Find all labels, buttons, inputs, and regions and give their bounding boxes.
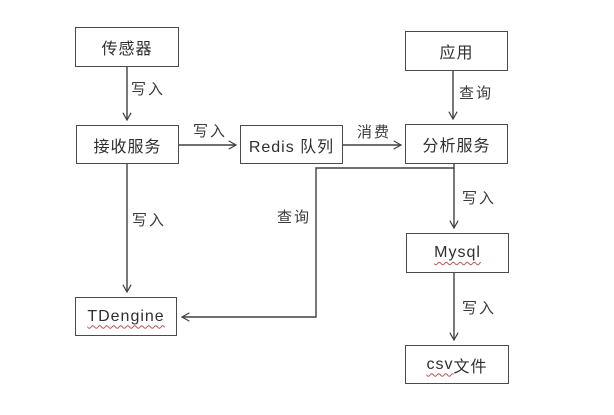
node-tdengine: TDengine: [75, 297, 177, 336]
node-redis-queue: Redis 队列: [240, 125, 343, 164]
edge-label-app-to-analysis: 查询: [459, 85, 494, 103]
node-receive-service-label: 接收服务: [93, 138, 162, 156]
edge-label-analysis-to-tdengine: 查询: [277, 209, 312, 227]
edge-analysis-to-tdengine-arrow: [180, 164, 455, 322]
edge-label-analysis-to-mysql: 写入: [462, 190, 497, 208]
edge-label-sensor-to-receive: 写入: [131, 81, 166, 99]
node-csv-file-label-code: csv: [426, 355, 454, 373]
node-application: 应用: [405, 31, 508, 71]
edge-label-receive-to-redis: 写入: [193, 123, 228, 141]
node-csv-file-label-suffix: 文件: [453, 358, 488, 376]
node-receive-service: 接收服务: [76, 125, 179, 164]
node-analysis-service-label: 分析服务: [422, 138, 491, 155]
node-csv-file: csv 文件: [405, 345, 509, 384]
node-mysql: Mysql: [406, 233, 509, 273]
node-mysql-label: Mysql: [434, 244, 481, 261]
node-redis-queue-label: Redis 队列: [248, 138, 335, 156]
edge-label-mysql-to-csv: 写入: [462, 300, 497, 318]
node-sensor: 传感器: [75, 27, 179, 67]
edge-label-redis-to-analysis: 消费: [357, 124, 392, 142]
node-sensor-label: 传感器: [101, 41, 153, 58]
node-tdengine-label: TDengine: [87, 307, 165, 325]
edge-label-receive-to-tdengine: 写入: [132, 212, 167, 230]
node-application-label: 应用: [439, 45, 474, 62]
node-analysis-service: 分析服务: [405, 124, 508, 164]
